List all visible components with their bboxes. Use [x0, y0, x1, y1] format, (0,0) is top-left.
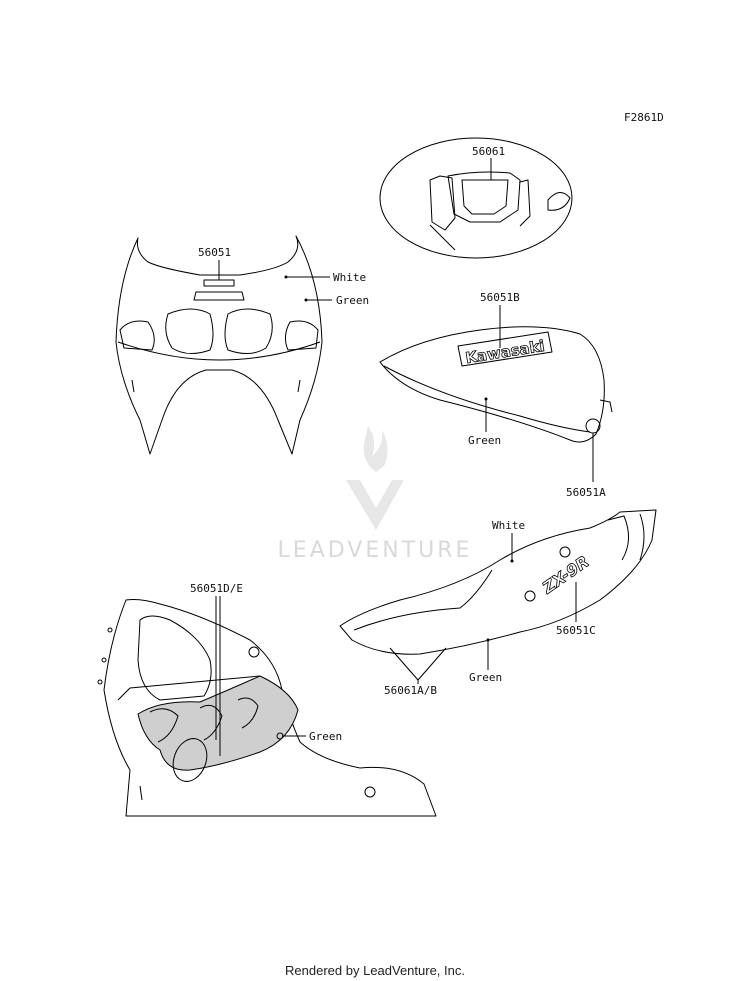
color-green-2: Green: [468, 434, 501, 447]
color-green-4: Green: [309, 730, 342, 743]
color-white-2: White: [492, 519, 525, 532]
part-number-56051DE[interactable]: 56051D/E: [190, 582, 243, 595]
color-green-3: Green: [469, 671, 502, 684]
figure-id: F2861D: [624, 111, 664, 124]
watermark-text: LEADVENTURE: [277, 538, 473, 563]
leader-56061AB-b: [417, 647, 447, 681]
part-number-56061[interactable]: 56061: [472, 145, 505, 158]
color-white-1: White: [333, 271, 366, 284]
seat-cover-drawing: [379, 137, 573, 259]
part-number-56051[interactable]: 56051: [198, 246, 231, 259]
side-cover-drawing: [339, 509, 657, 655]
color-green-1: Green: [336, 294, 369, 307]
footer-credit: Rendered by LeadVenture, Inc.: [285, 963, 465, 978]
lower-fairing-drawing: [97, 599, 437, 817]
tank-logo-text: Kawasaki: [464, 337, 546, 367]
fuel-tank-drawing: [379, 326, 613, 443]
leader-56061AB-a: [389, 647, 419, 681]
part-number-56051C[interactable]: 56051C: [556, 624, 596, 637]
part-number-56061AB[interactable]: 56061A/B: [384, 684, 437, 697]
tank-cap-decal: [585, 418, 601, 434]
part-number-56051A[interactable]: 56051A: [566, 486, 606, 499]
upper-cowl-drawing: [115, 235, 323, 455]
watermark-logo: [346, 426, 404, 530]
part-number-56051B[interactable]: 56051B: [480, 291, 520, 304]
